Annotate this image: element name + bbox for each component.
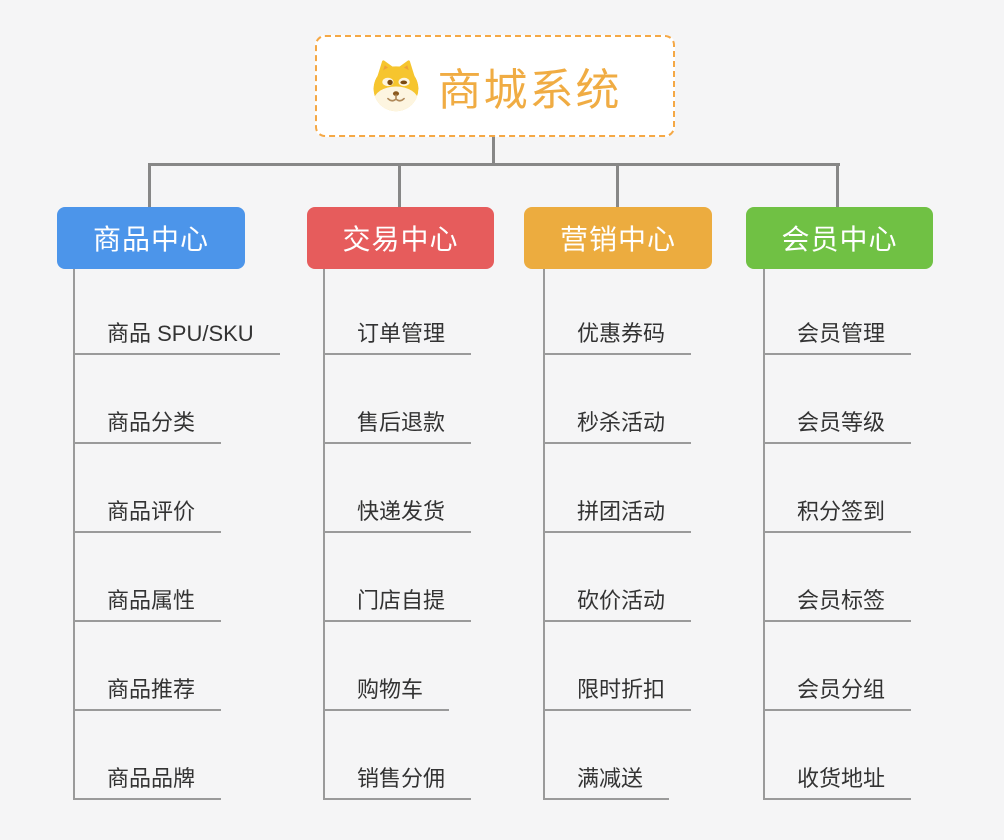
leaf-node[interactable]: 会员管理 xyxy=(763,269,912,355)
leaf-label: 门店自提 xyxy=(357,588,446,613)
leaf-node[interactable]: 快递发货 xyxy=(323,444,472,533)
leaf-label: 销售分佣 xyxy=(357,766,446,791)
leaf-label: 积分签到 xyxy=(797,499,886,524)
leaf-label: 拼团活动 xyxy=(577,499,666,524)
leaf-label: 限时折扣 xyxy=(577,677,666,702)
leaf-node[interactable]: 优惠券码 xyxy=(543,269,692,355)
branch-children-trade-center: 订单管理 售后退款 快递发货 门店自提 购物车 销售分佣 xyxy=(323,269,472,800)
leaf-node[interactable]: 秒杀活动 xyxy=(543,355,692,444)
branch-node-product-center[interactable]: 商品中心 xyxy=(57,207,245,269)
doge-face-icon xyxy=(373,60,418,112)
connector-drop-member xyxy=(836,163,839,209)
leaf-label: 优惠券码 xyxy=(577,321,666,346)
branch-label: 会员中心 xyxy=(781,224,898,255)
branch-label: 交易中心 xyxy=(342,224,459,255)
leaf-label: 购物车 xyxy=(357,677,424,702)
leaf-node[interactable]: 商品 SPU/SKU xyxy=(73,269,280,355)
branch-node-marketing-center[interactable]: 营销中心 xyxy=(524,207,712,269)
branch-children-marketing-center: 优惠券码 秒杀活动 拼团活动 砍价活动 限时折扣 满减送 xyxy=(543,269,692,800)
leaf-label: 售后退款 xyxy=(357,410,446,435)
connector-rail xyxy=(148,163,840,166)
branch-node-member-center[interactable]: 会员中心 xyxy=(746,207,933,269)
leaf-node[interactable]: 商品属性 xyxy=(73,533,222,622)
connector-drop-marketing xyxy=(616,163,619,209)
branch-node-trade-center[interactable]: 交易中心 xyxy=(307,207,494,269)
leaf-node[interactable]: 售后退款 xyxy=(323,355,472,444)
leaf-label: 满减送 xyxy=(577,766,644,791)
leaf-node[interactable]: 订单管理 xyxy=(323,269,472,355)
leaf-node[interactable]: 商品分类 xyxy=(73,355,222,444)
leaf-node[interactable]: 拼团活动 xyxy=(543,444,692,533)
leaf-label: 快递发货 xyxy=(357,499,446,524)
leaf-label: 会员管理 xyxy=(797,321,886,346)
leaf-label: 商品推荐 xyxy=(107,677,196,702)
connector-drop-trade xyxy=(398,163,401,209)
root-node[interactable]: 商城系统 xyxy=(315,35,675,137)
leaf-label: 商品分类 xyxy=(107,410,196,435)
branch-label: 商品中心 xyxy=(92,224,209,255)
leaf-label: 商品品牌 xyxy=(107,766,196,791)
branch-children-member-center: 会员管理 会员等级 积分签到 会员标签 会员分组 收货地址 xyxy=(763,269,912,800)
leaf-label: 商品评价 xyxy=(107,499,196,524)
leaf-label: 会员标签 xyxy=(797,588,886,613)
leaf-label: 会员等级 xyxy=(797,410,886,435)
leaf-node[interactable]: 会员等级 xyxy=(763,355,912,444)
leaf-node[interactable]: 门店自提 xyxy=(323,533,472,622)
leaf-label: 商品 SPU/SKU xyxy=(107,321,254,346)
leaf-label: 砍价活动 xyxy=(577,588,666,613)
leaf-node[interactable]: 会员分组 xyxy=(763,622,912,711)
leaf-label: 订单管理 xyxy=(357,321,446,346)
connector-drop-product xyxy=(148,163,151,209)
connector-root-stem xyxy=(492,136,495,165)
leaf-label: 秒杀活动 xyxy=(577,410,666,435)
branch-label: 营销中心 xyxy=(559,224,676,255)
leaf-node[interactable]: 商品推荐 xyxy=(73,622,222,711)
branch-children-product-center: 商品 SPU/SKU 商品分类 商品评价 商品属性 商品推荐 商品品牌 xyxy=(73,269,280,800)
leaf-label: 收货地址 xyxy=(797,766,886,791)
leaf-node[interactable]: 积分签到 xyxy=(763,444,912,533)
root-title: 商城系统 xyxy=(437,66,622,115)
leaf-node[interactable]: 会员标签 xyxy=(763,533,912,622)
leaf-node[interactable]: 砍价活动 xyxy=(543,533,692,622)
leaf-node[interactable]: 收货地址 xyxy=(763,711,912,800)
leaf-node[interactable]: 限时折扣 xyxy=(543,622,692,711)
leaf-node[interactable]: 满减送 xyxy=(543,711,670,800)
leaf-label: 会员分组 xyxy=(797,677,886,702)
leaf-node[interactable]: 购物车 xyxy=(323,622,450,711)
leaf-label: 商品属性 xyxy=(107,588,196,613)
leaf-node[interactable]: 商品品牌 xyxy=(73,711,222,800)
leaf-node[interactable]: 销售分佣 xyxy=(323,711,472,800)
leaf-node[interactable]: 商品评价 xyxy=(73,444,222,533)
